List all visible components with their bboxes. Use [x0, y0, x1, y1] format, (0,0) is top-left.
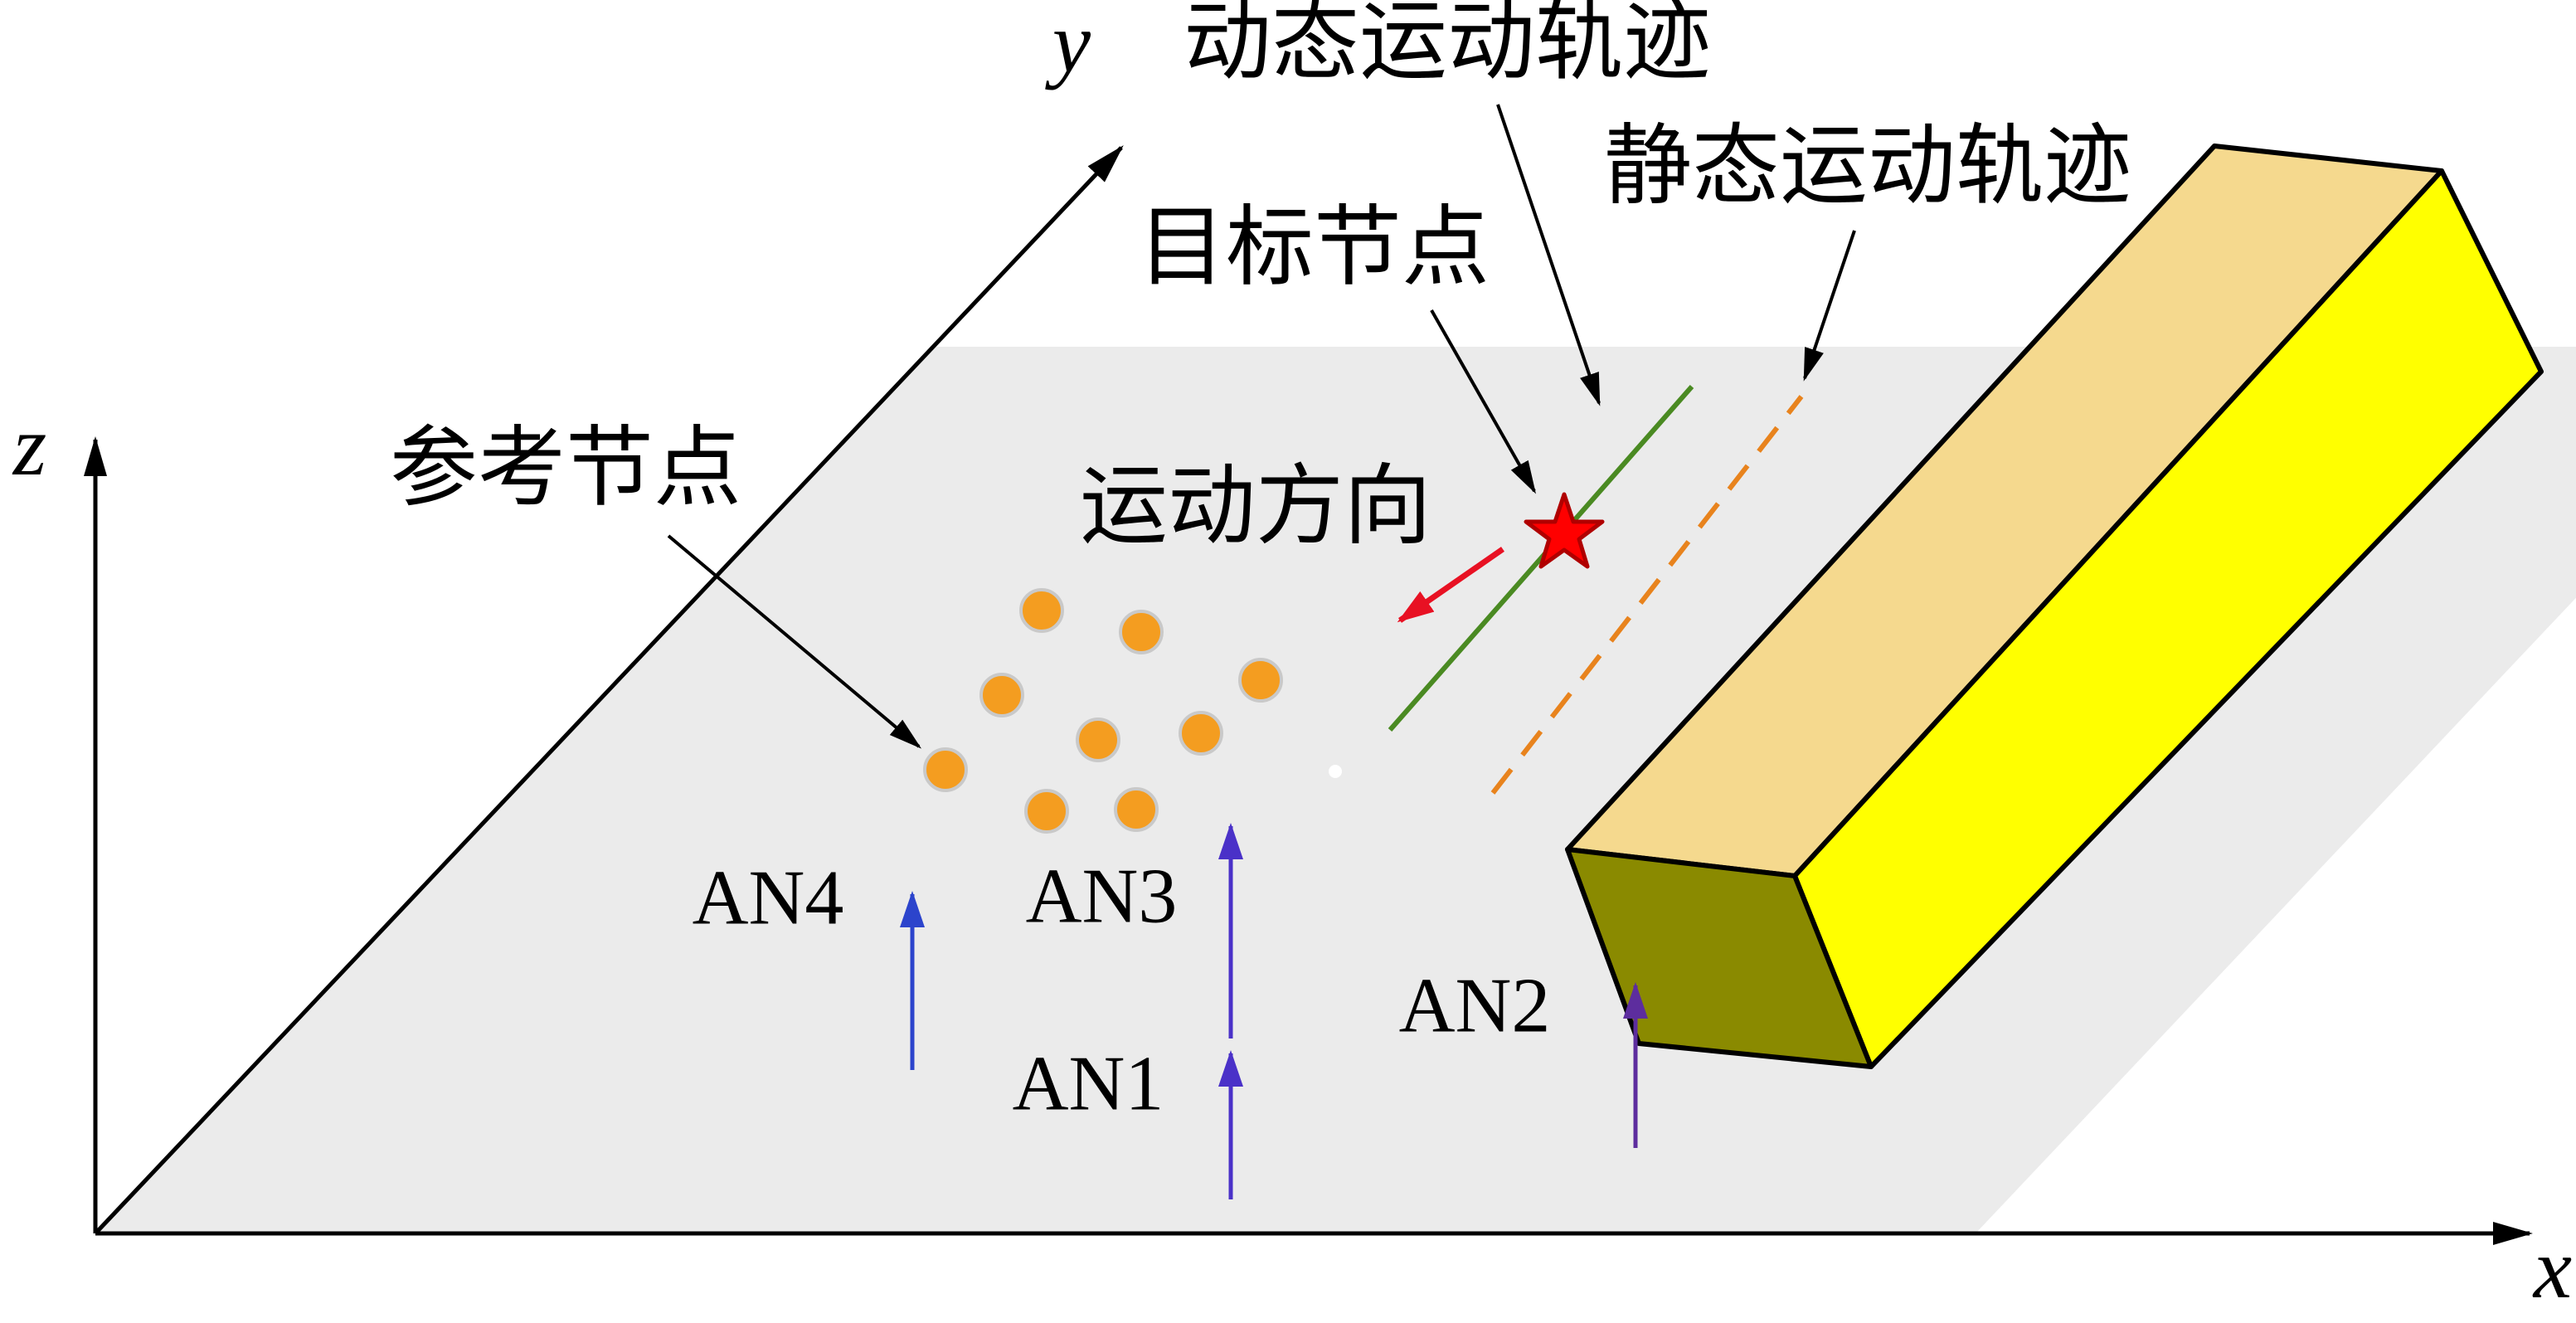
reference-node	[979, 673, 1024, 717]
motion-direction-label: 运动方向	[1080, 458, 1431, 555]
x-axis-label: x	[2532, 1221, 2572, 1316]
reference-node	[923, 747, 968, 792]
target-node-star-icon	[1524, 492, 1605, 569]
an1-label: AN1	[1013, 1041, 1164, 1127]
z-axis-label: z	[12, 398, 46, 494]
motion-direction-arrow	[1397, 547, 1504, 623]
static-trajectory-label: 静态运动轨迹	[1604, 118, 2131, 215]
dynamic-trajectory-line	[1388, 385, 1694, 732]
white-dot	[1329, 765, 1342, 778]
target-node-leader-arrow	[1430, 309, 1536, 494]
dynamic-trajectory-leader-arrow	[1496, 104, 1601, 406]
reference-node	[1179, 711, 1223, 756]
reference-nodes	[923, 588, 1283, 834]
reference-node	[1019, 588, 1064, 633]
y-axis	[94, 145, 1124, 1235]
target-node-label: 目标节点	[1138, 199, 1490, 296]
y-axis-label: y	[1045, 0, 1091, 90]
static-trajectory-leader-arrow	[1803, 230, 1856, 382]
reference-node	[1076, 717, 1120, 762]
reference-node	[1238, 658, 1283, 703]
reference-node-leader-arrow	[667, 534, 922, 749]
an3-label: AN3	[1026, 854, 1178, 940]
reference-node	[1119, 610, 1164, 654]
an2-label: AN2	[1399, 963, 1551, 1049]
reference-node	[1024, 789, 1069, 834]
static-trajectory-line	[1490, 395, 1804, 795]
obstacle-box	[1565, 143, 2544, 1069]
an4-label: AN4	[693, 855, 844, 941]
dynamic-trajectory-label: 动态运动轨迹	[1184, 0, 1711, 90]
reference-node	[1114, 787, 1159, 832]
reference-node-label: 参考节点	[390, 420, 741, 517]
